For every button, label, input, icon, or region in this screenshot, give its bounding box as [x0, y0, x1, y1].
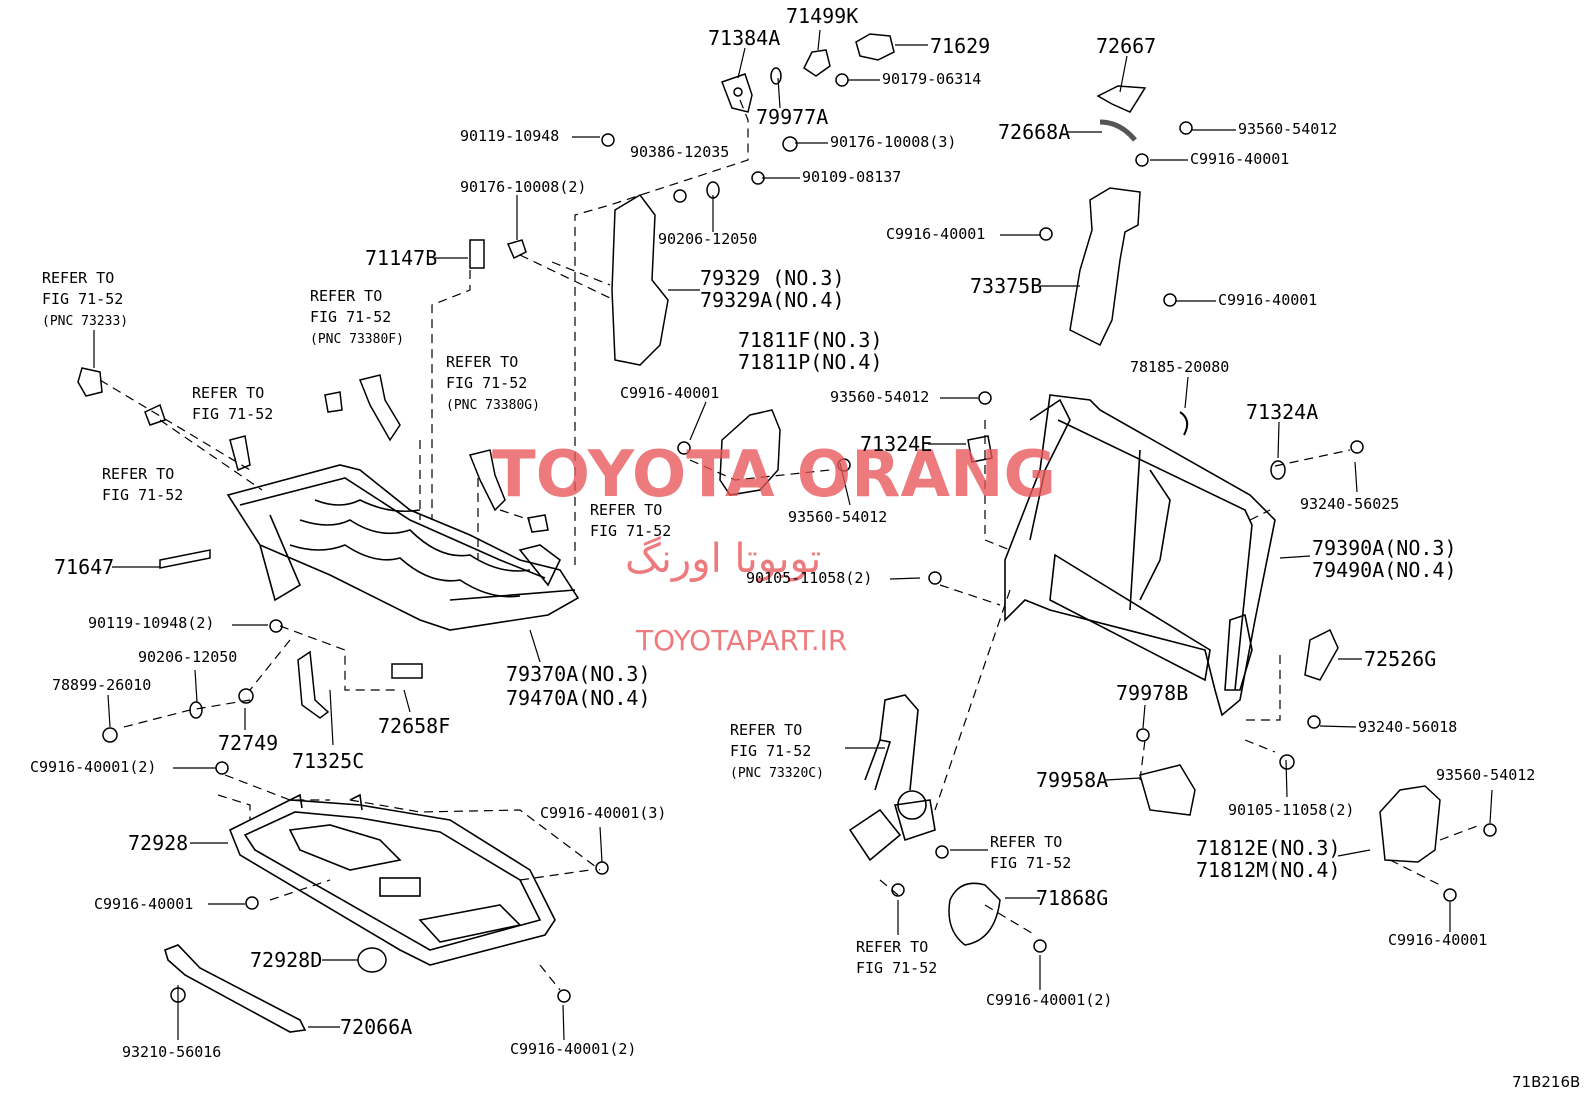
part-label: C9916-40001 [1388, 931, 1488, 949]
part-label: 72928D [250, 948, 323, 972]
part-label: 78185-20080 [1130, 358, 1230, 376]
part-label: 90119-10948 [460, 127, 560, 145]
part-label: 90386-12035 [630, 143, 730, 161]
part-label: C9916-40001(2) [986, 991, 1113, 1009]
part-label: 72749 [218, 731, 279, 755]
part-label: 93560-54012 [830, 388, 930, 406]
part-label: 90109-08137 [802, 168, 902, 186]
seatbelt-retractor [848, 694, 936, 862]
part-label: 79490A(NO.4) [1312, 558, 1457, 582]
tray [228, 793, 556, 966]
refer-note: REFER TO FIG 71-52 [856, 938, 938, 977]
part-label: 93560-54012 [788, 508, 888, 526]
leader-lines [93, 29, 1493, 1041]
part-label: C9916-40001 [1218, 291, 1318, 309]
small-parts [77, 33, 1497, 1003]
part-label: 72667 [1096, 34, 1157, 58]
part-label: 72658F [378, 714, 451, 738]
part-label: 93240-56025 [1300, 495, 1400, 513]
part-label: 79390A(NO.3) [1312, 536, 1457, 560]
part-label: 79958A [1036, 768, 1109, 792]
part-label: 79978B [1116, 681, 1189, 705]
part-label: 79470A(NO.4) [506, 686, 651, 710]
part-label: C9916-40001 [886, 225, 986, 243]
part-label: 72526G [1364, 647, 1437, 671]
part-label: 90179-06314 [882, 70, 982, 88]
part-label: C9916-40001(2) [30, 758, 157, 776]
refer-note: REFER TO FIG 71-52 (PNC 73380G) [446, 353, 540, 413]
seatback-frame [1004, 394, 1276, 717]
part-label: 73375B [970, 274, 1043, 298]
part-label: 71647 [54, 555, 115, 579]
refer-note: REFER TO FIG 71-52 (PNC 73233) [42, 269, 129, 329]
figure-code: 71B216B [1512, 1073, 1581, 1091]
part-label: 93560-54012 [1436, 766, 1536, 784]
part-label: 71324A [1246, 400, 1319, 424]
part-label: 71325C [292, 749, 365, 773]
part-label: C9916-40001 [1190, 150, 1290, 168]
part-label: C9916-40001(2) [510, 1040, 637, 1058]
part-label: C9916-40001 [620, 384, 720, 402]
part-label: C9916-40001 [94, 895, 194, 913]
part-label: 71811F(NO.3) [738, 328, 883, 352]
part-label: C9916-40001(3) [540, 804, 667, 822]
part-label: 90105-11058(2) [746, 569, 873, 587]
part-label: 93560-54012 [1238, 120, 1338, 138]
part-label: 71147B [365, 246, 438, 270]
part-label: 71499K [786, 4, 859, 28]
part-label: 90105-11058(2) [1228, 801, 1355, 819]
refer-note: REFER TO FIG 71-52 [990, 833, 1072, 872]
part-label: 90176-10008(2) [460, 178, 587, 196]
part-label: 93240-56018 [1358, 718, 1458, 736]
part-label: 78899-26010 [52, 676, 152, 694]
refer-note: REFER TO FIG 71-52 (PNC 73380F) [310, 287, 404, 347]
refer-note: REFER TO FIG 71-52 (PNC 73320C) [730, 721, 824, 781]
part-label: 79329 (NO.3) [700, 266, 845, 290]
seat-frame [226, 464, 580, 631]
part-label: 79329A(NO.4) [700, 288, 845, 312]
part-label: 90176-10008(3) [830, 133, 957, 151]
part-label: 71811P(NO.4) [738, 350, 883, 374]
part-label: 90206-12050 [138, 648, 238, 666]
part-label: 71384A [708, 26, 781, 50]
refer-note: REFER TO FIG 71-52 [590, 501, 672, 540]
part-label: 71868G [1036, 886, 1109, 910]
refer-note: REFER TO FIG 71-52 [102, 465, 184, 504]
part-label: 90119-10948(2) [88, 614, 215, 632]
part-label: 72668A [998, 120, 1071, 144]
part-label: 71812M(NO.4) [1196, 858, 1341, 882]
part-label: 79977A [756, 105, 829, 129]
watermark-brand: TOYOTA ORANG [492, 438, 1057, 512]
refer-note: REFER TO FIG 71-52 [192, 384, 274, 423]
watermark-persian: تویوتا اورنگ [625, 536, 822, 582]
part-label: 72928 [128, 831, 189, 855]
part-label: 71324E [860, 432, 933, 456]
part-label: 93210-56016 [122, 1043, 222, 1061]
part-label: 90206-12050 [658, 230, 758, 248]
part-label: 79370A(NO.3) [506, 662, 651, 686]
watermark-site: TOYOTAPART.IR [636, 624, 848, 657]
part-label: 72066A [340, 1015, 413, 1039]
part-label: 71629 [930, 34, 991, 58]
strap [164, 944, 307, 1033]
part-label: 71812E(NO.3) [1196, 836, 1341, 860]
dashed-lines [99, 99, 1481, 991]
